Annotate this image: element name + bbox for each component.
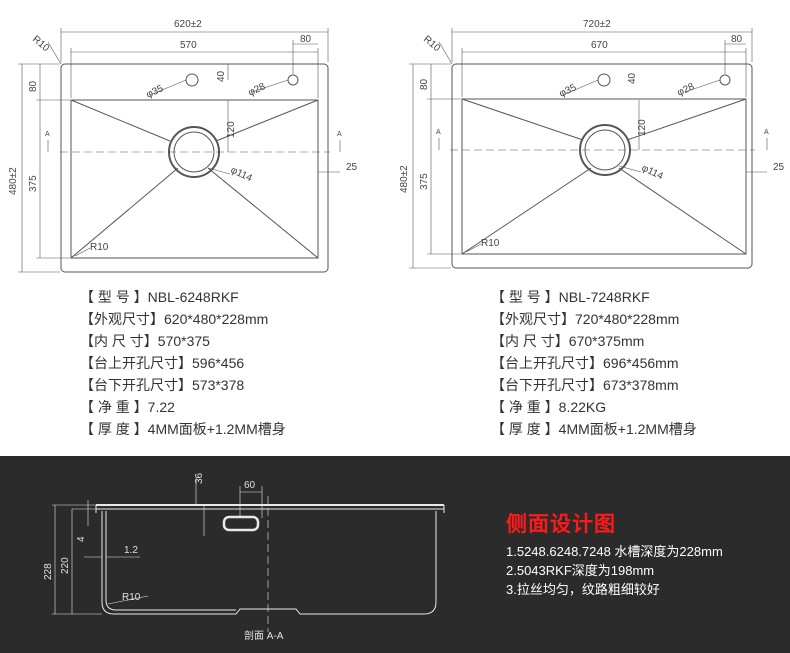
spec-row: 【 净 重 】8.22KG bbox=[491, 399, 607, 415]
section-dim-36-label: 36 bbox=[194, 472, 205, 484]
left-hole-small-label: φ35 bbox=[145, 83, 166, 101]
left-inner-radius-label: R10 bbox=[90, 242, 109, 253]
left-corner-radius-label: R10 bbox=[30, 34, 51, 55]
left-total-height-label: 480±2 bbox=[8, 167, 19, 195]
right-inner-height-label: 375 bbox=[419, 173, 430, 190]
left-section-mark-right: A bbox=[337, 131, 342, 138]
right-total-width-label: 720±2 bbox=[583, 19, 611, 30]
section-view-drawing: 36 60 4 228 220 1.2 R10 剖面 A-A bbox=[43, 472, 445, 642]
spec-row: 【台上开孔尺寸】596*456 bbox=[80, 355, 245, 371]
right-hole-tap-label: φ28 bbox=[676, 81, 697, 99]
right-top-view-drawing: 720±2 670 80 R10 φ35 φ28 40 120 φ114 25 … bbox=[399, 19, 785, 269]
left-inner-width-label: 570 bbox=[180, 40, 197, 51]
left-top-80-label: 80 bbox=[28, 80, 39, 92]
left-offset-80-label: 80 bbox=[300, 34, 312, 45]
left-drain-label: φ114 bbox=[229, 165, 254, 185]
right-corner-radius-label: R10 bbox=[421, 34, 442, 55]
section-dim-4-label: 4 bbox=[76, 536, 87, 542]
side-note-item: 2.5043RKF深度为198mm bbox=[506, 563, 655, 578]
right-dim-25-label: 25 bbox=[773, 162, 785, 173]
section-radius-label: R10 bbox=[122, 592, 141, 603]
spec-row: 【 型 号 】NBL-6248RKF bbox=[80, 289, 239, 305]
right-top-80-label: 80 bbox=[419, 78, 430, 90]
right-offset-80-label: 80 bbox=[731, 34, 743, 45]
right-total-height-label: 480±2 bbox=[399, 165, 410, 193]
left-dim-25-label: 25 bbox=[346, 162, 358, 173]
bottom-panel: 36 60 4 228 220 1.2 R10 剖面 A-A 侧面设计图 1.5… bbox=[0, 456, 790, 653]
right-section-mark-right: A bbox=[764, 129, 769, 136]
left-hole-tap-label: φ28 bbox=[247, 81, 268, 99]
section-dim-228-label: 228 bbox=[43, 563, 54, 580]
right-drain-label: φ114 bbox=[640, 163, 665, 183]
section-caption: 剖面 A-A bbox=[244, 629, 284, 642]
right-dim-40-label: 40 bbox=[627, 72, 638, 84]
top-panel: 620±2 570 80 R10 φ35 φ28 40 120 φ114 25 … bbox=[8, 19, 785, 440]
left-section-mark-left: A bbox=[45, 131, 50, 138]
left-total-width-label: 620±2 bbox=[174, 19, 202, 30]
right-hole-small-label: φ35 bbox=[558, 82, 579, 100]
left-spec-list: 【 型 号 】NBL-6248RKF 【外观尺寸】620*480*228mm 【… bbox=[80, 286, 286, 440]
spec-row: 【内 尺 寸】670*375mm bbox=[491, 333, 645, 349]
section-dim-60-label: 60 bbox=[244, 480, 256, 491]
side-design-notes: 1.5248.6248.7248 水槽深度为228mm 2.5043RKF深度为… bbox=[506, 542, 723, 599]
left-top-view-drawing: 620±2 570 80 R10 φ35 φ28 40 120 φ114 25 … bbox=[8, 19, 358, 273]
right-inner-width-label: 670 bbox=[591, 40, 608, 51]
spec-row: 【 型 号 】NBL-7248RKF bbox=[491, 289, 650, 305]
spec-row: 【内 尺 寸】570*375 bbox=[80, 333, 210, 349]
left-inner-height-label: 375 bbox=[28, 175, 39, 192]
side-design-title: 侧面设计图 bbox=[506, 513, 616, 536]
right-dim-120-label: 120 bbox=[637, 119, 648, 136]
section-dim-220-label: 220 bbox=[60, 557, 71, 574]
spec-row: 【外观尺寸】620*480*228mm bbox=[80, 311, 269, 327]
left-dim-120-label: 120 bbox=[226, 121, 237, 138]
right-spec-list: 【 型 号 】NBL-7248RKF 【外观尺寸】720*480*228mm 【… bbox=[491, 286, 697, 440]
spec-row: 【台下开孔尺寸】573*378 bbox=[80, 377, 245, 393]
spec-row: 【 厚 度 】4MM面板+1.2MM槽身 bbox=[491, 421, 697, 437]
spec-row: 【外观尺寸】720*480*228mm bbox=[491, 311, 680, 327]
section-thickness-label: 1.2 bbox=[124, 545, 138, 556]
side-note-item: 3.拉丝均匀，纹路粗细较好 bbox=[506, 582, 660, 597]
spec-row: 【台上开孔尺寸】696*456mm bbox=[491, 355, 679, 371]
right-inner-radius-label: R10 bbox=[481, 238, 500, 249]
spec-row: 【台下开孔尺寸】673*378mm bbox=[491, 377, 679, 393]
side-note-item: 1.5248.6248.7248 水槽深度为228mm bbox=[506, 544, 723, 559]
spec-row: 【 厚 度 】4MM面板+1.2MM槽身 bbox=[80, 421, 286, 437]
right-section-mark-left: A bbox=[436, 129, 441, 136]
spec-row: 【 净 重 】7.22 bbox=[80, 399, 175, 415]
left-dim-40-label: 40 bbox=[216, 70, 227, 82]
